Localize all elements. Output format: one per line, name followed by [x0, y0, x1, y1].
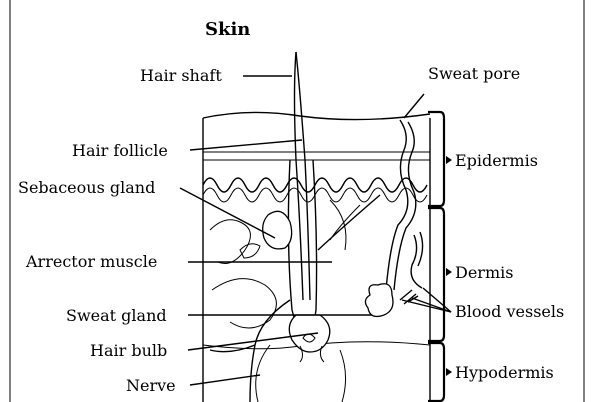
sebaceous-gland [263, 211, 292, 249]
hair-shaft [295, 52, 311, 300]
label-hair-bulb: Hair bulb [90, 341, 167, 360]
label-sweat-pore: Sweat pore [428, 64, 520, 83]
arrector-muscle [318, 195, 380, 250]
label-blood-vessels: Blood vessels [455, 302, 564, 321]
label-sebaceous-gland: Sebaceous gland [18, 178, 155, 197]
label-hair-shaft: Hair shaft [140, 66, 222, 85]
label-epidermis: Epidermis [455, 151, 538, 170]
hair-follicle [288, 160, 316, 330]
label-hair-follicle: Hair follicle [72, 141, 168, 160]
label-nerve: Nerve [126, 376, 176, 395]
label-arrector-muscle: Arrector muscle [25, 252, 157, 271]
sweat-gland [365, 120, 415, 316]
blood-vessels [400, 232, 423, 304]
label-hypodermis: Hypodermis [455, 363, 554, 382]
sweat-pore [404, 94, 424, 118]
hair-bulb [289, 315, 330, 362]
label-sweat-gland: Sweat gland [66, 306, 167, 325]
diagram-title: Skin [205, 19, 250, 40]
label-dermis: Dermis [455, 263, 513, 282]
layer-brackets [428, 112, 452, 401]
